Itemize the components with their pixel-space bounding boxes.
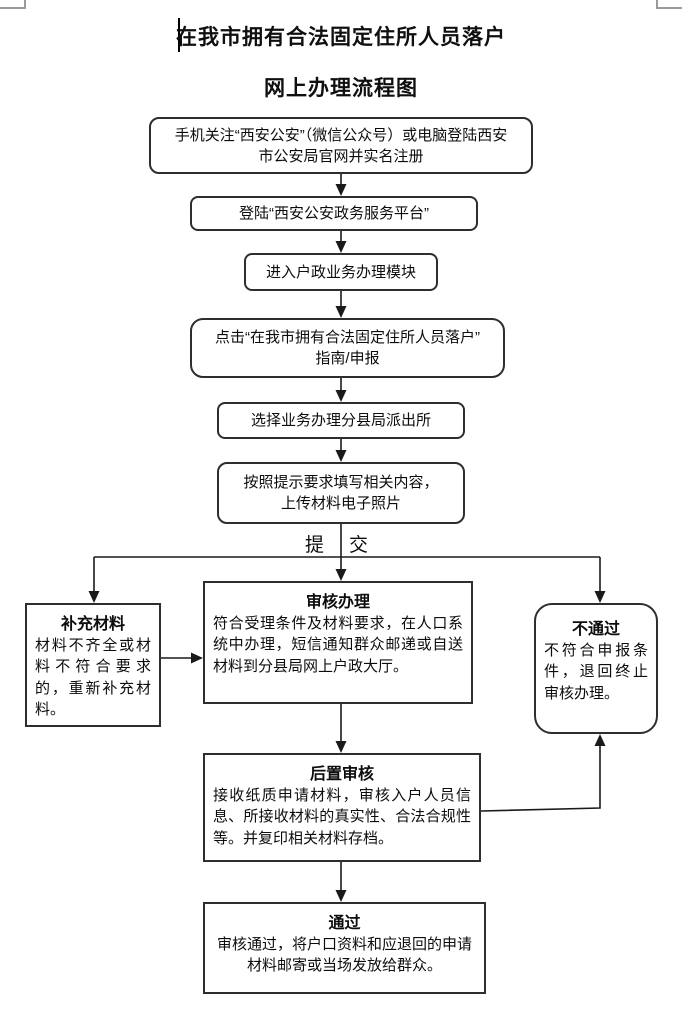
- supplement-material-body: 材料不齐全或材料不符合要求的，重新补充材料。: [35, 637, 151, 718]
- arrow-postreview-to-reject: [480, 734, 606, 812]
- page-corner-marks: [0, 0, 682, 9]
- step-login-box: 登陆“西安公安政务服务平台”: [190, 196, 478, 231]
- step-enter-module-box: 进入户政业务办理模块: [244, 253, 438, 291]
- text-cursor: [178, 18, 180, 52]
- submit-label: 提 交: [305, 530, 368, 557]
- pass-box: 通过 审核通过，将户口资料和应退回的申请材料邮寄或当场发放给群众。: [203, 902, 486, 994]
- post-review-title: 后置审核: [309, 766, 374, 783]
- review-process-body: 符合受理条件及材料要求，在人口系统中办理，短信通知群众邮递或自送材料到分县局网上…: [213, 615, 463, 675]
- supplement-material-box: 补充材料 材料不齐全或材料不符合要求的，重新补充材料。: [25, 603, 161, 727]
- submit-char-2: 交: [348, 535, 368, 556]
- step-click-item-box: 点击“在我市拥有合法固定住所人员落户” 指南/申报: [190, 318, 505, 378]
- post-review-box: 后置审核 接收纸质申请材料，审核入户人员信息、所接收材料的真实性、合法合规性等。…: [203, 753, 481, 862]
- page-title-line2: 网上办理流程图: [264, 77, 418, 100]
- step-register-box: 手机关注“西安公安”（微信公众号）或电脑登陆西安 市公安局官网并实名注册: [149, 117, 533, 174]
- step-select-station-box: 选择业务办理分县局派出所: [217, 402, 465, 439]
- post-review-body: 接收纸质申请材料，审核入户人员信息、所接收材料的真实性、合法合规性等。并复印相关…: [213, 787, 471, 847]
- pass-title: 通过: [328, 915, 361, 932]
- pass-body: 审核通过，将户口资料和应退回的申请材料邮寄或当场发放给群众。: [216, 936, 472, 975]
- supplement-material-title: 补充材料: [60, 616, 125, 633]
- step-fill-upload-box: 按照提示要求填写相关内容， 上传材料电子照片: [217, 462, 465, 524]
- reject-body: 不符合申报条件，退回终止审核办理。: [544, 642, 648, 702]
- page-title-line1: 在我市拥有合法固定住所人员落户: [176, 26, 506, 49]
- reject-title: 不通过: [571, 621, 620, 638]
- review-process-title: 审核办理: [305, 594, 370, 611]
- reject-box: 不通过 不符合申报条件，退回终止审核办理。: [534, 603, 658, 734]
- submit-char-1: 提: [305, 535, 325, 556]
- review-process-box: 审核办理 符合受理条件及材料要求，在人口系统中办理，短信通知群众邮递或自送材料到…: [203, 581, 473, 704]
